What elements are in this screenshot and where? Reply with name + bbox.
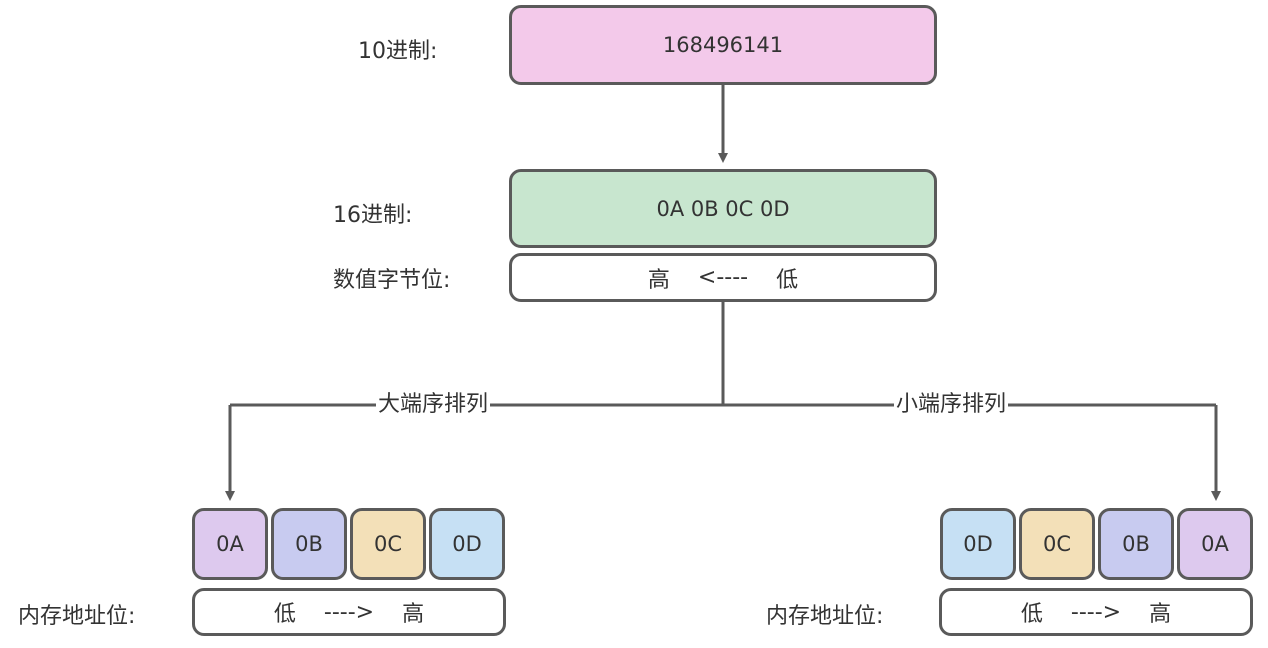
little-endian-address-order: 低 ----> 高	[1021, 596, 1171, 628]
significance-box: 高 <---- 低	[509, 253, 937, 302]
little-endian-byte-1: 0D	[940, 508, 1016, 580]
big-endian-address-high: 高	[402, 602, 425, 627]
significance-high: 高	[647, 267, 670, 293]
little-endian-byte-3: 0B	[1098, 508, 1174, 580]
significance-arrow: <----	[697, 265, 749, 290]
little-endian-address-high: 高	[1149, 602, 1172, 627]
big-endian-label: 大端序排列	[376, 392, 491, 418]
significance-order: 高 <---- 低	[648, 262, 798, 294]
decimal-value-box: 168496141	[509, 5, 937, 85]
big-endian-address-arrow: ---->	[323, 599, 375, 625]
big-endian-address-order: 低 ----> 高	[274, 596, 424, 628]
little-endian-byte-2: 0C	[1019, 508, 1095, 580]
decimal-label: 10进制:	[358, 39, 438, 64]
big-endian-byte-4: 0D	[429, 508, 505, 580]
decimal-value: 168496141	[662, 33, 784, 57]
hex-value: 0A 0B 0C 0D	[656, 196, 790, 221]
big-endian-address-label: 内存地址位:	[18, 604, 136, 629]
little-endian-address-arrow: ---->	[1070, 599, 1122, 625]
little-endian-address-low: 低	[1020, 602, 1043, 627]
hex-label: 16进制:	[333, 203, 413, 228]
significance-low: 低	[776, 267, 799, 293]
hex-value-box: 0A 0B 0C 0D	[509, 169, 937, 248]
big-endian-byte-3: 0C	[350, 508, 426, 580]
significance-label: 数值字节位:	[333, 268, 451, 293]
little-endian-address-label: 内存地址位:	[766, 604, 884, 629]
little-endian-label: 小端序排列	[894, 392, 1009, 418]
little-endian-byte-4: 0A	[1177, 508, 1253, 580]
big-endian-address-box: 低 ----> 高	[192, 588, 506, 636]
big-endian-address-low: 低	[273, 602, 296, 627]
little-endian-address-box: 低 ----> 高	[939, 588, 1253, 636]
big-endian-byte-2: 0B	[271, 508, 347, 580]
big-endian-byte-1: 0A	[192, 508, 268, 580]
